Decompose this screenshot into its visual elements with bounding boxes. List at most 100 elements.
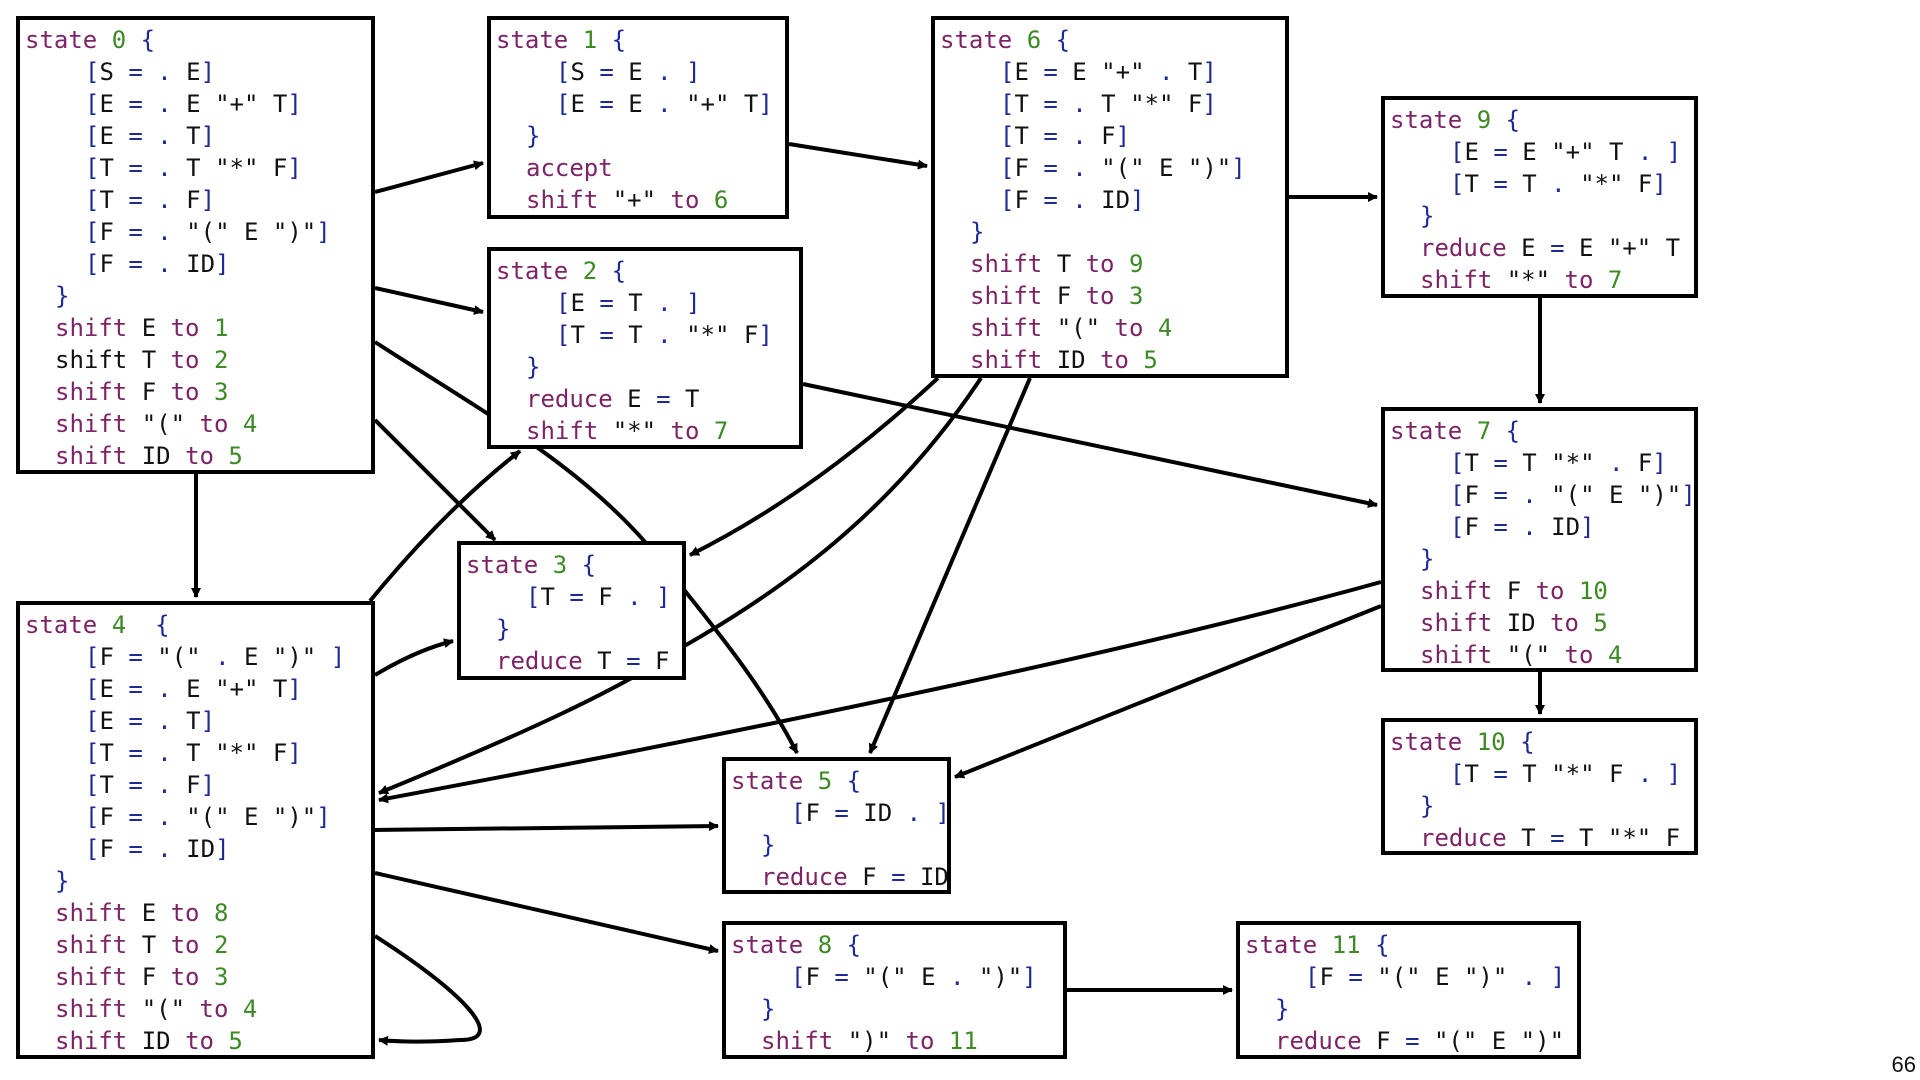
item-dot: . xyxy=(157,250,172,278)
grammar-symbol: "(" xyxy=(1101,154,1145,182)
close-brace: } xyxy=(1420,545,1435,573)
item-equals: = xyxy=(128,122,143,150)
state-number: 5 xyxy=(817,767,833,795)
target-state: 7 xyxy=(713,417,729,445)
reduce-keyword: reduce xyxy=(1420,824,1507,852)
item-equals: = xyxy=(569,583,584,611)
item-lhs: E xyxy=(99,90,114,118)
grammar-symbol: "*" xyxy=(215,739,259,767)
item-lhs: T xyxy=(99,739,114,767)
item-close-bracket: ] xyxy=(686,58,701,86)
target-state: 2 xyxy=(213,346,229,374)
item-lhs: T xyxy=(1464,170,1479,198)
shift-symbol: F xyxy=(1056,282,1072,310)
item-open-bracket: [ xyxy=(85,739,100,767)
shift-keyword: shift xyxy=(55,410,128,438)
grammar-symbol: E xyxy=(186,58,201,86)
reduce-rhs: T xyxy=(684,385,700,413)
item-equals: = xyxy=(1043,58,1058,86)
edge-2-to-7 xyxy=(802,382,1378,509)
item-equals: = xyxy=(1493,170,1508,198)
lr-item: [E = . T] xyxy=(25,705,371,737)
lr-item: [T = . T "*" F] xyxy=(25,152,371,184)
item-equals: = xyxy=(128,90,143,118)
item-equals: = xyxy=(1043,122,1058,150)
grammar-symbol: E xyxy=(628,58,643,86)
shift-symbol: T xyxy=(141,931,157,959)
grammar-symbol: "(" xyxy=(186,218,230,246)
state-keyword: state xyxy=(25,26,98,54)
state-keyword: state xyxy=(496,26,569,54)
grammar-symbol: F xyxy=(1637,449,1653,477)
state-4-box: state 4 {[F = "(" . E ")" ][E = . E "+" … xyxy=(16,601,375,1059)
close-brace-line: } xyxy=(496,120,785,152)
open-brace: { xyxy=(611,26,627,54)
item-close-bracket: ] xyxy=(1130,186,1145,214)
shift-action: shift "(" to 4 xyxy=(25,993,371,1025)
to-keyword: to xyxy=(170,963,200,991)
open-brace: { xyxy=(846,931,862,959)
target-state: 5 xyxy=(1143,346,1158,374)
grammar-symbol: E xyxy=(1158,154,1174,182)
edge-6-to-5 xyxy=(868,377,1032,754)
reduce-lhs: T xyxy=(1521,824,1536,852)
shift-keyword: shift xyxy=(526,186,599,214)
item-dot: . xyxy=(627,583,642,611)
open-brace: { xyxy=(846,767,862,795)
item-close-bracket: ] xyxy=(1231,154,1246,182)
shift-symbol: "*" xyxy=(612,417,657,445)
lr-item: [T = . F] xyxy=(940,120,1285,152)
shift-keyword: shift xyxy=(55,899,128,927)
shift-symbol: F xyxy=(141,378,157,406)
item-dot: . xyxy=(657,289,672,317)
item-dot: . xyxy=(157,835,172,863)
target-state: 5 xyxy=(1593,609,1608,637)
state-header: state 9 { xyxy=(1390,104,1694,136)
item-lhs: E xyxy=(570,289,585,317)
grammar-symbol: F xyxy=(272,739,288,767)
shift-keyword: shift xyxy=(1420,609,1493,637)
grammar-symbol: ")" xyxy=(272,803,317,831)
grammar-symbol: E xyxy=(186,675,201,703)
lr-item: [F = . ID] xyxy=(1390,511,1694,543)
shift-keyword: shift xyxy=(970,250,1043,278)
item-equals: = xyxy=(599,58,614,86)
lr-item: [E = T . ] xyxy=(496,287,799,319)
item-open-bracket: [ xyxy=(1450,481,1465,509)
item-equals: = xyxy=(1043,90,1058,118)
lr-item: [T = T "*" . F] xyxy=(1390,447,1694,479)
state-number: 2 xyxy=(582,257,598,285)
shift-keyword: shift xyxy=(55,346,128,374)
lr-item: [E = E . "+" T] xyxy=(496,88,785,120)
item-close-bracket: ] xyxy=(287,154,302,182)
shift-action: shift T to 2 xyxy=(25,929,371,961)
reduce-keyword: reduce xyxy=(1275,1027,1362,1055)
shift-keyword: shift xyxy=(55,378,128,406)
item-open-bracket: [ xyxy=(1450,138,1465,166)
to-keyword: to xyxy=(170,378,200,406)
shift-symbol: "(" xyxy=(141,995,186,1023)
shift-keyword: shift xyxy=(526,417,599,445)
to-keyword: to xyxy=(170,931,200,959)
grammar-symbol: "(" xyxy=(157,643,201,671)
item-dot: . xyxy=(157,154,172,182)
state-9-box: state 9 {[E = E "+" T . ][T = T . "*" F]… xyxy=(1381,96,1698,298)
lr-item: [F = . "(" E ")"] xyxy=(940,152,1285,184)
grammar-symbol: E xyxy=(1072,58,1087,86)
item-lhs: F xyxy=(1014,154,1029,182)
to-keyword: to xyxy=(170,346,200,374)
grammar-symbol: ID xyxy=(1551,513,1581,541)
item-open-bracket: [ xyxy=(791,963,806,991)
edge-0-to-3 xyxy=(373,418,497,542)
item-open-bracket: [ xyxy=(85,58,100,86)
grammar-symbol: T xyxy=(1608,138,1624,166)
item-equals: = xyxy=(128,739,143,767)
lr-item: [T = . T "*" F] xyxy=(940,88,1285,120)
lr-item: [F = "(" E ")" . ] xyxy=(1245,961,1577,993)
lr-item: [E = . E "+" T] xyxy=(25,673,371,705)
item-dot: . xyxy=(1637,760,1653,788)
open-brace: { xyxy=(1055,26,1071,54)
grammar-symbol: F xyxy=(272,154,288,182)
grammar-symbol: E xyxy=(186,90,201,118)
reduce-equals: = xyxy=(1550,824,1565,852)
